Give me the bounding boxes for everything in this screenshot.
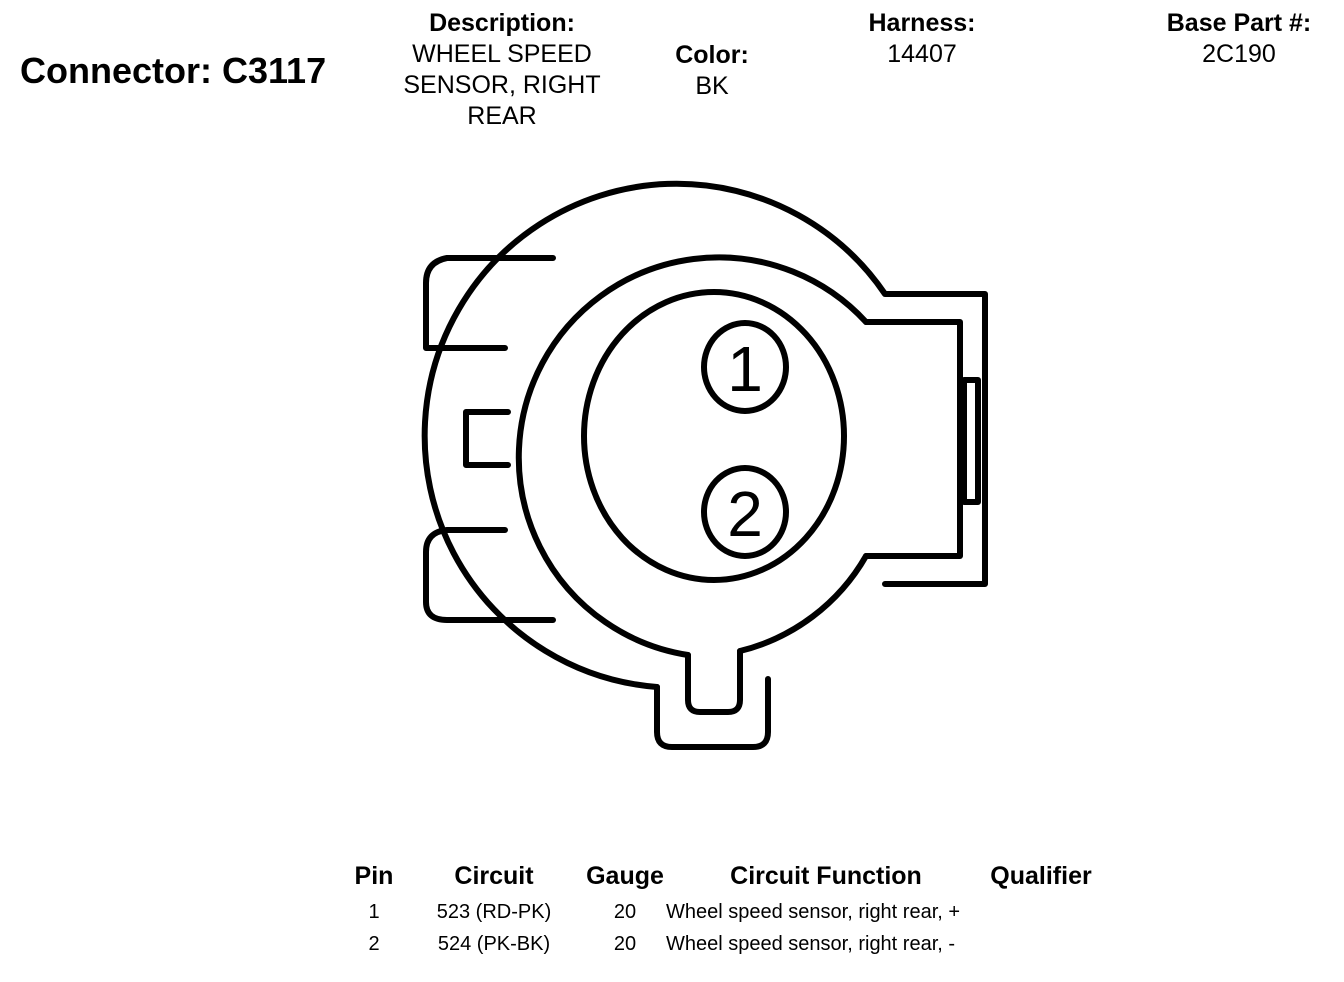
description-line: REAR: [467, 102, 537, 130]
cell-circuit: 523 (RD-PK): [436, 900, 552, 923]
cell-qualifier: [986, 928, 1096, 960]
lower-boss: [654, 676, 771, 750]
cell-gauge: 20: [613, 900, 637, 923]
base-part-block: Base Part #: 2C190: [1139, 8, 1339, 70]
header-circuit: Circuit: [454, 861, 534, 890]
housing-outer: [421, 180, 988, 690]
cell-gauge: 20: [613, 932, 637, 955]
cell-circuit-function: Wheel speed sensor, right rear, -: [666, 932, 956, 955]
lower-boss-inner: [685, 648, 743, 715]
header-qualifier: Qualifier: [990, 861, 1092, 890]
cell-pin: 1: [368, 900, 380, 923]
cell-circuit: 524 (PK-BK): [437, 932, 551, 955]
color-label: Color:: [675, 41, 749, 69]
table-row: 1 523 (RD-PK) 20 Wheel speed sensor, rig…: [344, 896, 1096, 928]
left-latch-bottom: [423, 527, 556, 623]
connector-title: Connector: C3117: [20, 50, 327, 91]
left-latch-top: [423, 255, 556, 351]
pin-table: Pin Circuit Gauge Circuit Function Quali…: [344, 856, 1096, 960]
housing-right-inner: [863, 319, 963, 559]
description-line: SENSOR, RIGHT: [403, 71, 601, 99]
seal-ring: [515, 254, 869, 658]
terminal-face: [581, 289, 847, 583]
description-block: Description: WHEEL SPEED SENSOR, RIGHT R…: [382, 8, 622, 132]
table-row: 2 524 (PK-BK) 20 Wheel speed sensor, rig…: [344, 928, 1096, 960]
color-value: BK: [695, 72, 729, 100]
harness-block: Harness: 14407: [832, 8, 1012, 70]
right-latch-bar: [961, 377, 981, 505]
color-block: Color: BK: [642, 40, 782, 102]
harness-value: 14407: [887, 40, 957, 68]
description-line: WHEEL SPEED: [412, 40, 592, 68]
pin-2-label: 2: [727, 478, 763, 550]
pin-1-label: 1: [727, 333, 763, 405]
left-key-tab: [463, 409, 511, 468]
cell-circuit-function: Wheel speed sensor, right rear, +: [666, 900, 961, 923]
header-pin: Pin: [354, 861, 394, 890]
harness-label: Harness:: [868, 9, 976, 37]
pin-1-cavity: [701, 320, 789, 414]
header-gauge: Gauge: [586, 861, 664, 890]
cell-pin: 2: [368, 932, 380, 955]
pin-table-header: Pin Circuit Gauge Circuit Function Quali…: [344, 856, 1096, 896]
description-label: Description:: [429, 9, 575, 37]
base-part-value: 2C190: [1202, 40, 1276, 68]
pin-2-cavity: [701, 465, 789, 559]
header-circuit-function: Circuit Function: [730, 861, 922, 890]
base-part-label: Base Part #:: [1166, 9, 1312, 37]
cell-qualifier: [986, 896, 1096, 928]
